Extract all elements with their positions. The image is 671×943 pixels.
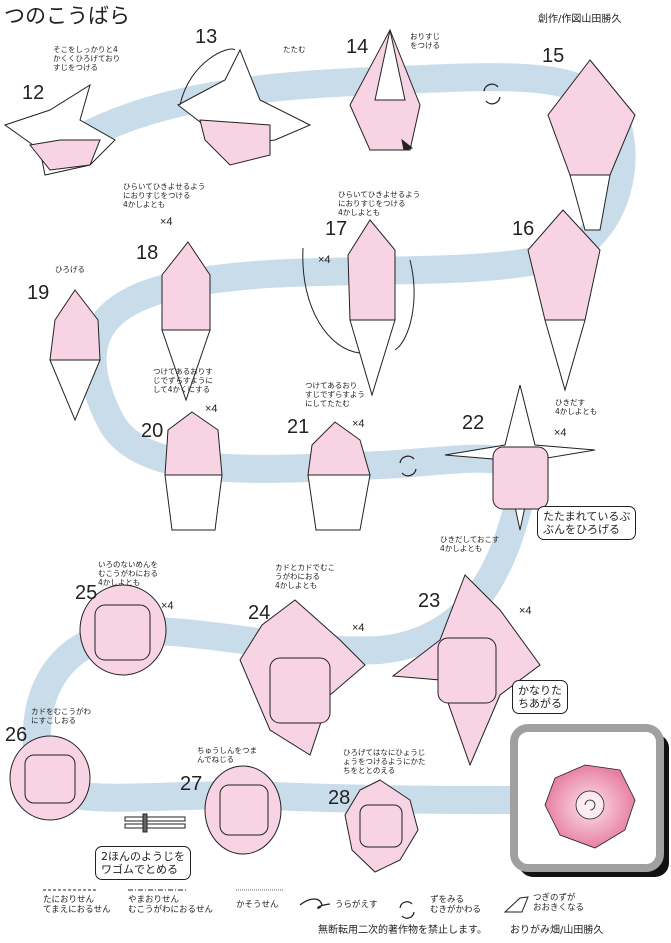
- step-note: ひろげる: [55, 265, 85, 274]
- step-number: 25: [75, 582, 98, 604]
- step-16-model: [527, 209, 601, 392]
- legend-hidden-line: かそうせん: [236, 900, 279, 910]
- rotate-icon-middle: [399, 455, 417, 477]
- step-note: ひきだしておこす 4かしよとも: [440, 535, 500, 553]
- credit: 創作/作図山田勝久: [538, 14, 622, 25]
- step-note: ひらいてひきよせるよう におりすじをつける 4かしよとも: [338, 190, 421, 217]
- step-number: 19: [27, 282, 50, 304]
- legend-enlarge: つぎのずが おおきくなる: [533, 893, 585, 913]
- toothpick-icon: [124, 813, 186, 833]
- step-note: つけてあるおりす じでずらすように して4かくにする: [153, 367, 213, 394]
- step-22-model: [444, 384, 596, 531]
- step-15-model: [547, 59, 636, 231]
- step-note: たたむ: [283, 45, 306, 54]
- step-number: 15: [542, 45, 565, 67]
- page-title: つのこうばら: [4, 4, 130, 28]
- step-note: そこをしっかりと4 かくくひろげており すじをつける: [53, 45, 121, 72]
- step-28-model: [344, 779, 419, 873]
- step-note: いろのないめんを むこうがわにおる 4かしよとも: [98, 560, 158, 587]
- repeat-label: ×4: [205, 403, 218, 415]
- step-26-model: [9, 735, 91, 821]
- step-24-model: [239, 599, 366, 756]
- step-note: ひきだす 4かしよとも: [555, 398, 598, 416]
- step-number: 13: [195, 26, 218, 48]
- legend-turn-over: うらがえす: [335, 900, 378, 910]
- step-note: カドとカドでむこ うがわにおる 4かしよとも: [275, 563, 335, 590]
- repeat-label: ×4: [554, 427, 567, 439]
- step-13-model: [177, 48, 312, 166]
- step-note: ちゅうしんをつま んでねじる: [197, 746, 257, 764]
- finished-rose-image: [544, 764, 636, 849]
- step-number: 17: [325, 218, 348, 240]
- step-number: 24: [248, 602, 271, 624]
- step-17-model: [302, 219, 415, 397]
- step-number: 16: [512, 218, 535, 240]
- step-number: 27: [180, 773, 203, 795]
- step-number: 23: [418, 590, 441, 612]
- repeat-label: ×4: [519, 605, 532, 617]
- step-25-model: [79, 584, 167, 676]
- step-12-model: [3, 83, 116, 176]
- step-number: 26: [5, 724, 28, 746]
- step-20-model: [164, 411, 223, 531]
- copyright-notice: 無断転用二次的著作物を禁止します。: [318, 925, 487, 936]
- step-14-model: [349, 28, 421, 151]
- step-number: 12: [22, 82, 45, 104]
- rotate-icon-top: [483, 83, 501, 105]
- step-19-model: [49, 289, 101, 422]
- legend-mountain-fold: やまおりせん むこうがわにおるせん: [128, 895, 214, 915]
- step-number: 18: [136, 242, 159, 264]
- step-note: つけてあるおり すじでずらすよう にしてたたむ: [305, 381, 365, 408]
- step-note: おりすじ をつける: [410, 32, 440, 50]
- repeat-label: ×4: [352, 622, 365, 634]
- repeat-label: ×4: [161, 600, 174, 612]
- step-22-callout: たたまれているぶ ぶんをひろげる: [537, 506, 637, 540]
- rotate-icon-legend: [399, 901, 415, 919]
- step-23-model: [391, 574, 541, 767]
- enlarge-icon: [503, 896, 529, 913]
- repeat-label: ×4: [318, 254, 331, 266]
- step-23-callout: かなりた ちあがる: [512, 680, 568, 714]
- step-note: ひろげてはなにひょうじ ょうをつけるようにかた ちをととのえる: [343, 748, 426, 775]
- step-18-model: [161, 241, 211, 402]
- step-number: 20: [141, 420, 164, 442]
- repeat-label: ×4: [160, 216, 173, 228]
- legend-rotate: ずをみる むきがかわる: [430, 895, 482, 915]
- step-number: 21: [287, 416, 310, 438]
- author-footer: おりがみ畑/山田勝久: [510, 925, 604, 936]
- step-number: 28: [328, 787, 351, 809]
- turn-over-icon: [299, 898, 331, 909]
- step-27-model: [204, 765, 282, 855]
- step-27-callout: 2ほんのようじを ワゴムでとめる: [95, 846, 191, 880]
- step-21-model: [307, 421, 371, 531]
- step-number: 22: [462, 412, 485, 434]
- step-number: 14: [346, 36, 369, 58]
- step-note: カドをむこうがわ にすこしおる: [31, 707, 91, 725]
- legend-valley-fold: たにおりせん てまえにおるせん: [43, 895, 111, 915]
- repeat-label: ×4: [352, 418, 365, 430]
- step-note: ひらいてひきよせるよう におりすじをつける 4かしよとも: [123, 182, 206, 209]
